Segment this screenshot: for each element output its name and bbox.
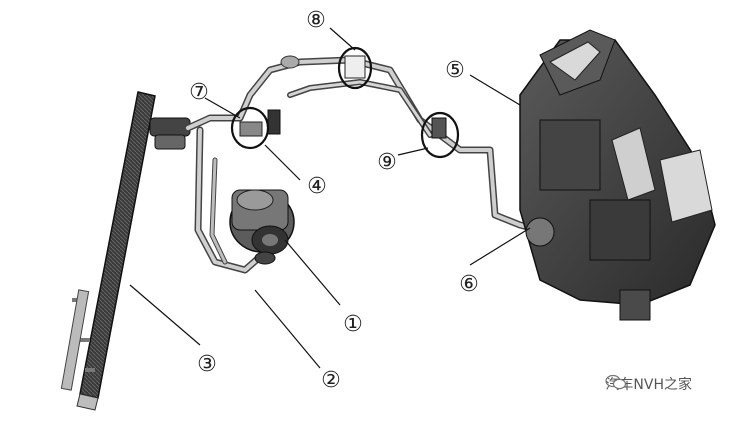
callout-4: ④ <box>307 174 327 199</box>
hvac-module <box>519 29 716 321</box>
leader-lines <box>129 27 531 369</box>
callout-1: ① <box>343 312 363 337</box>
condenser <box>60 91 191 411</box>
watermark: 汽车NVH之家 <box>605 374 692 394</box>
callout-7: ⑦ <box>189 80 209 105</box>
callout-6: ⑥ <box>459 272 479 297</box>
compressor <box>229 189 295 265</box>
callout-5: ⑤ <box>445 58 465 83</box>
watermark-text: 汽车NVH之家 <box>605 377 692 393</box>
callout-8: ⑧ <box>306 8 326 33</box>
callout-2: ② <box>321 368 341 393</box>
callout-9: ⑨ <box>377 150 397 175</box>
wechat-icon <box>605 374 627 390</box>
callout-3: ③ <box>197 352 217 377</box>
highlight-circles <box>230 46 460 159</box>
